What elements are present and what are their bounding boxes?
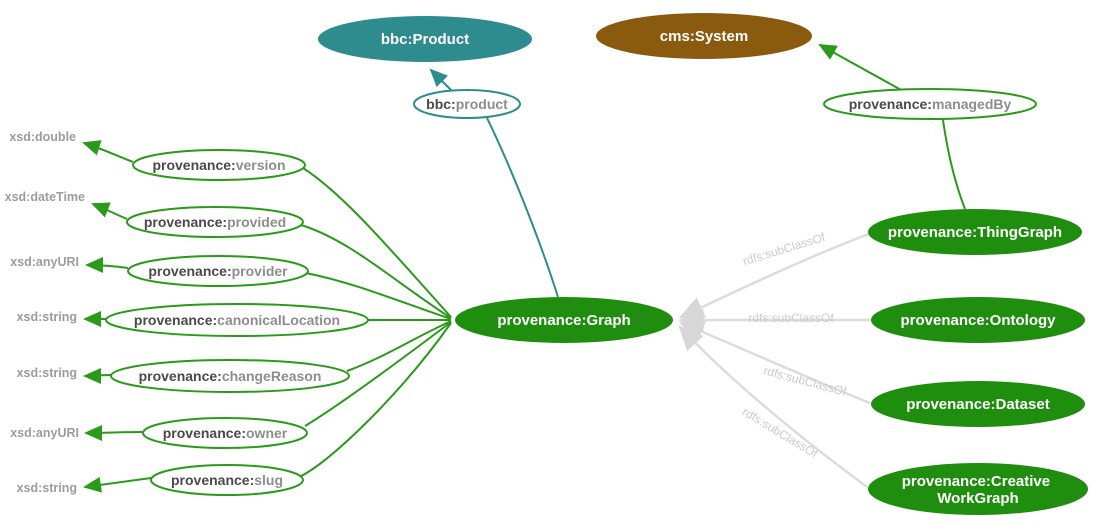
arrow-version-double	[82, 140, 134, 163]
creativeworkgraph-label-line2: WorkGraph	[937, 490, 1018, 507]
node-bbc-product-property	[413, 89, 521, 119]
provider-name: provider	[232, 263, 289, 279]
arrow-managedby-cmssystem	[818, 44, 904, 92]
edge-graph-bbcproduct	[486, 117, 559, 298]
node-cms-system-class	[596, 13, 812, 59]
canonicallocation-property-label: provenance:canonicalLocation	[134, 312, 340, 328]
edge-label-subclassof-1: rdfs:subClassOf	[741, 230, 827, 269]
changereason-property-label: provenance:changeReason	[139, 368, 322, 384]
owner-name: owner	[246, 425, 288, 441]
edge-graph-provider	[305, 272, 452, 320]
node-provenance-provided-property	[126, 206, 304, 238]
owner-property-label: provenance:owner	[163, 425, 288, 441]
node-provenance-provider-property	[127, 255, 309, 287]
edge-label-subclassof-4: rdfs:subClassOf	[740, 405, 821, 461]
changereason-name: changeReason	[222, 368, 322, 384]
provided-prefix: provenance:	[144, 214, 227, 230]
managedby-property-label: provenance:managedBy	[849, 96, 1012, 112]
edge-label-subclassof-2: rdfs:subClassOf	[748, 311, 834, 325]
provided-property-label: provenance:provided	[144, 214, 286, 230]
arrow-changereason-string	[83, 367, 112, 384]
node-provenance-slug-property	[150, 464, 304, 496]
provided-name: provided	[227, 214, 286, 230]
node-provenance-dataset-class	[871, 381, 1085, 427]
bbc-product-name: product	[456, 96, 508, 112]
node-provenance-thinggraph-class	[868, 209, 1082, 255]
node-cms-system-label: cms:System	[660, 28, 748, 45]
version-property-label: provenance:version	[152, 157, 285, 173]
edge-graph-provided	[300, 224, 452, 319]
edge-thinggraph-subclassof-graph	[678, 232, 870, 319]
bbc-product-prefix: bbc:	[426, 96, 456, 112]
slug-property-label: provenance:slug	[171, 472, 283, 488]
datatype-label-anyuri-2: xsd:anyURI	[10, 426, 79, 440]
provider-property-label: provenance:provider	[148, 263, 288, 279]
node-bbc-product-class	[318, 16, 532, 62]
arrow-slug-string	[83, 476, 152, 493]
slug-name: slug	[254, 472, 283, 488]
edge-creativeworkgraph-subclassof-graph	[678, 325, 868, 489]
datatype-label-string-1: xsd:string	[17, 310, 77, 324]
version-name: version	[236, 157, 286, 173]
datatype-label-double: xsd:double	[9, 130, 76, 144]
node-provenance-graph-label: provenance:Graph	[497, 312, 630, 329]
datatype-label-string-2: xsd:string	[17, 366, 77, 380]
edge-label-subclassof-3: rdfs:subClassOf	[762, 363, 849, 399]
node-provenance-ontology-class	[871, 297, 1085, 343]
datatype-label-anyuri-1: xsd:anyURI	[10, 255, 79, 269]
node-provenance-owner-property	[142, 417, 308, 449]
node-provenance-ontology-label: provenance:Ontology	[900, 312, 1056, 329]
arrow-provided-datetime	[91, 202, 128, 220]
provider-prefix: provenance:	[148, 263, 231, 279]
version-prefix: provenance:	[152, 157, 235, 173]
arrow-bbcproduct-product	[429, 68, 453, 92]
arrow-owner-anyuri	[84, 424, 144, 441]
edge-graph-version	[302, 167, 452, 318]
edge-graph-owner	[304, 321, 452, 427]
node-provenance-creativeworkgraph-class	[868, 463, 1088, 515]
owner-prefix: provenance:	[163, 425, 246, 441]
edge-graph-changereason	[346, 320, 452, 372]
canonicallocation-name: canonicalLocation	[217, 312, 340, 328]
creativeworkgraph-label-line1: provenance:Creative	[902, 473, 1050, 490]
node-provenance-managedby-property	[823, 88, 1037, 120]
node-provenance-version-property	[132, 149, 306, 181]
node-provenance-canonicallocation-property	[105, 303, 369, 337]
arrow-provider-anyuri	[85, 257, 129, 274]
canonicallocation-prefix: provenance:	[134, 312, 217, 328]
slug-prefix: provenance:	[171, 472, 254, 488]
datatype-label-string-3: xsd:string	[17, 481, 77, 495]
managedby-name: managedBy	[932, 96, 1012, 112]
node-provenance-creativeworkgraph-label: provenance:Creative WorkGraph	[902, 473, 1055, 507]
node-provenance-changereason-property	[110, 359, 350, 393]
edge-thinggraph-managedby	[942, 119, 966, 210]
node-provenance-dataset-label: provenance:Dataset	[906, 396, 1049, 413]
datatype-label-datetime: xsd:dateTime	[5, 190, 85, 204]
node-bbc-product-label: bbc:Product	[381, 31, 469, 48]
managedby-prefix: provenance:	[849, 96, 932, 112]
changereason-prefix: provenance:	[139, 368, 222, 384]
node-provenance-thinggraph-label: provenance:ThingGraph	[888, 224, 1062, 241]
edge-graph-slug	[300, 322, 452, 477]
node-provenance-graph-class	[455, 297, 673, 343]
bbc-product-property-label: bbc:product	[426, 96, 508, 112]
